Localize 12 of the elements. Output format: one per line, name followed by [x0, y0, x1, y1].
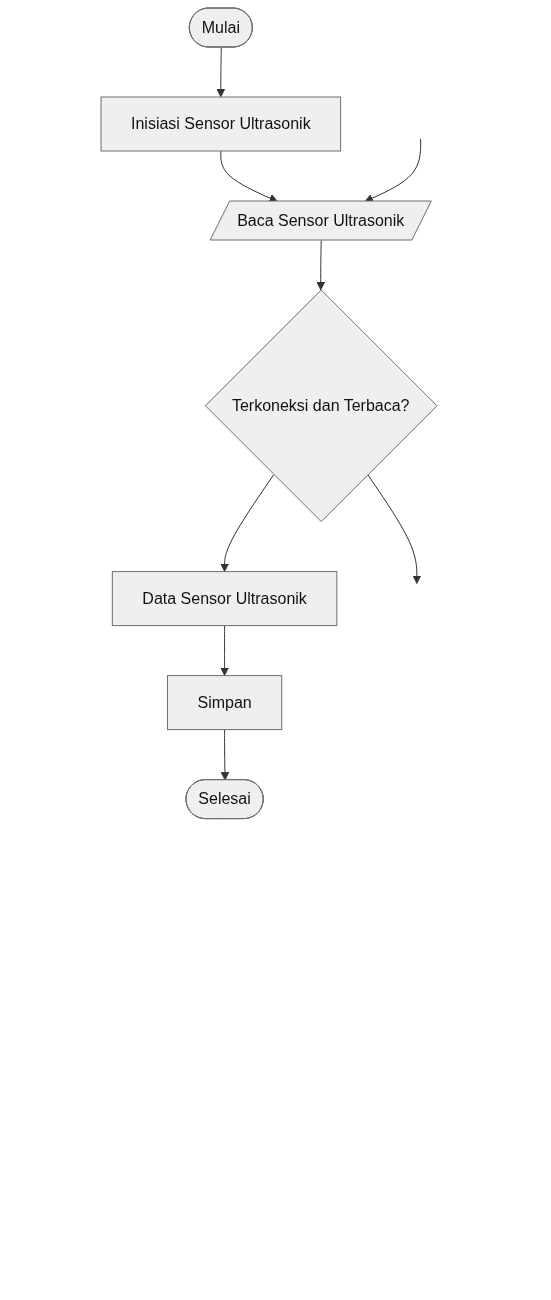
arrow: [364, 138, 421, 203]
arrow: [216, 47, 225, 98]
node-box: Simpan: [166, 675, 282, 731]
arrow: [220, 729, 229, 781]
arrow: [366, 474, 421, 584]
arrow: [220, 150, 278, 203]
node-diamond: Terkoneksi dan Terbaca?: [204, 289, 438, 523]
arrow: [316, 240, 325, 291]
arrow: [219, 625, 229, 676]
arrow: [219, 474, 274, 572]
node-box: Inisiasi Sensor Ultrasonik: [100, 96, 341, 152]
node-box: Data Sensor Ultrasonik: [111, 571, 338, 627]
